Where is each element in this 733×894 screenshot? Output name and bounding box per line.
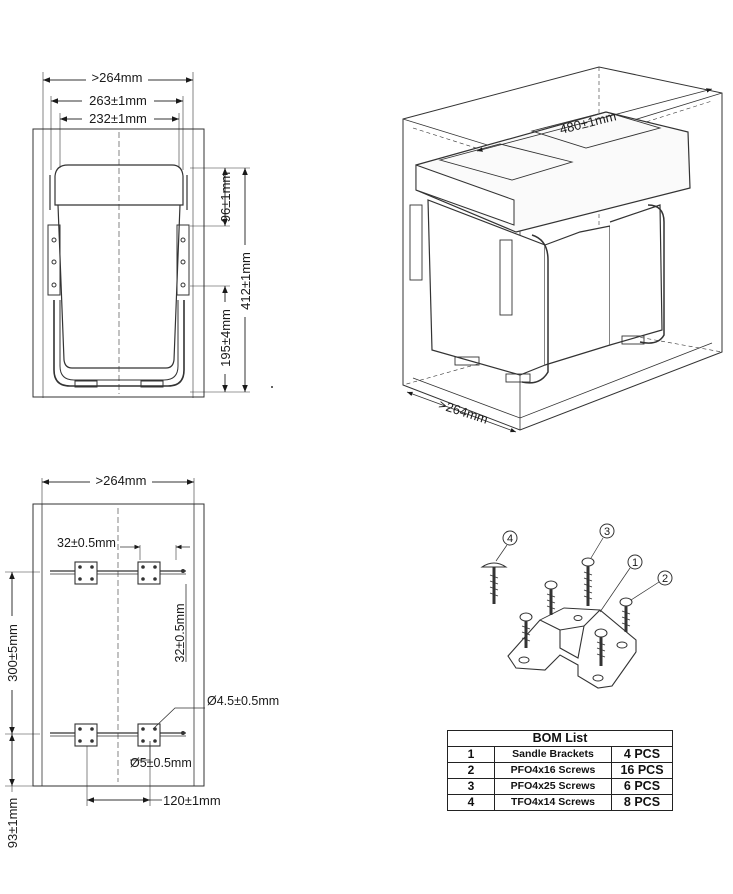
cabinet-outline <box>32 128 205 398</box>
bom-row-number: 4 <box>447 794 495 811</box>
mounting-view-labels: >264mm 32±0.5mm 32±0.5mm 300±5mm Ø4.5±0.… <box>5 473 279 854</box>
front-view <box>32 72 250 398</box>
marker-dot <box>271 386 273 388</box>
dim-line-iso-width <box>406 391 517 433</box>
label-iso-width: >264mm <box>437 397 490 427</box>
bom-row-name: PFO4x25 Screws <box>494 778 612 795</box>
table-row: 2 PFO4x16 Screws 16 PCS <box>447 762 673 779</box>
bracket-top-right <box>137 561 161 585</box>
bracket-bottom-left <box>74 723 98 747</box>
callout-1 <box>627 554 643 570</box>
label-height-total: 412±1mm <box>238 252 253 310</box>
bom-row-number: 1 <box>447 746 495 763</box>
screw-pfo4x16-d <box>594 628 608 666</box>
bom-table: BOM List 1 Sandle Brackets 4 PCS 2 PFO4x… <box>447 730 673 811</box>
bracket-bottom-right <box>137 723 161 747</box>
bin-middle <box>544 225 611 366</box>
callout-1-number: 1 <box>632 557 638 569</box>
bom-row-name: PFO4x16 Screws <box>494 762 612 779</box>
callout-3-number: 3 <box>604 526 610 538</box>
label-bottom-offset: 93±1mm <box>5 798 20 848</box>
label-hole-vertical: 32±0.5mm <box>173 604 187 663</box>
screw-tfo4x14 <box>480 562 508 604</box>
label-rail-spacing: 300±5mm <box>5 624 20 682</box>
bin-lid <box>54 164 184 206</box>
label-bracket-spacing: 32±0.5mm <box>57 536 116 550</box>
bom-header-row: BOM List <box>447 730 673 747</box>
callout-labels: 4 3 1 2 <box>507 526 668 585</box>
bin-body <box>57 204 181 369</box>
bom-row-name: Sandle Brackets <box>494 746 612 763</box>
bom-title: BOM List <box>447 730 673 747</box>
table-row: 4 TFO4x14 Screws 8 PCS <box>447 794 673 811</box>
callout-2-number: 2 <box>662 573 668 585</box>
cabinet-base-outline <box>32 503 205 787</box>
bin-rear <box>609 204 663 346</box>
bom-row-qty: 4 PCS <box>611 746 673 763</box>
label-height-upper: 96±1mm <box>218 172 233 222</box>
label-height-lower: 195±4mm <box>218 309 233 367</box>
label-base-width: >264mm <box>96 473 147 488</box>
screw-pfo4x16-c <box>619 597 633 632</box>
bom-row-qty: 6 PCS <box>611 778 673 795</box>
label-width-outer: >264mm <box>92 70 143 85</box>
bom-row-number: 3 <box>447 778 495 795</box>
label-width-bin: 232±1mm <box>89 111 147 126</box>
bracket-top-left <box>74 561 98 585</box>
label-bracket-offset: 120±1mm <box>163 793 221 808</box>
label-hole-diameter-large: Ø4.5±0.5mm <box>207 694 279 708</box>
bom-row-number: 2 <box>447 762 495 779</box>
wire-frame <box>53 300 185 387</box>
bin-front <box>427 199 546 376</box>
parts-illustration <box>480 523 673 689</box>
dim-line-depth <box>476 88 713 152</box>
screw-pfo4x16-b <box>519 612 533 648</box>
callout-4 <box>502 530 518 546</box>
label-hole-diameter-small: Ø5±0.5mm <box>130 756 192 770</box>
front-view-labels: >264mm 263±1mm 232±1mm 96±1mm 412±1mm 19… <box>82 70 253 374</box>
callout-3 <box>599 523 615 539</box>
screw-pfo4x25 <box>581 557 595 606</box>
mounting-view <box>5 478 205 850</box>
table-row: 1 Sandle Brackets 4 PCS <box>447 746 673 763</box>
screw-pfo4x16-a <box>544 580 558 615</box>
bom-row-qty: 16 PCS <box>611 762 673 779</box>
bom-row-qty: 8 PCS <box>611 794 673 811</box>
callout-4-number: 4 <box>507 533 513 545</box>
label-width-frame: 263±1mm <box>89 93 147 108</box>
callout-2 <box>657 570 673 586</box>
isometric-view <box>402 66 723 433</box>
bom-row-name: TFO4x14 Screws <box>494 794 612 811</box>
table-row: 3 PFO4x25 Screws 6 PCS <box>447 778 673 795</box>
